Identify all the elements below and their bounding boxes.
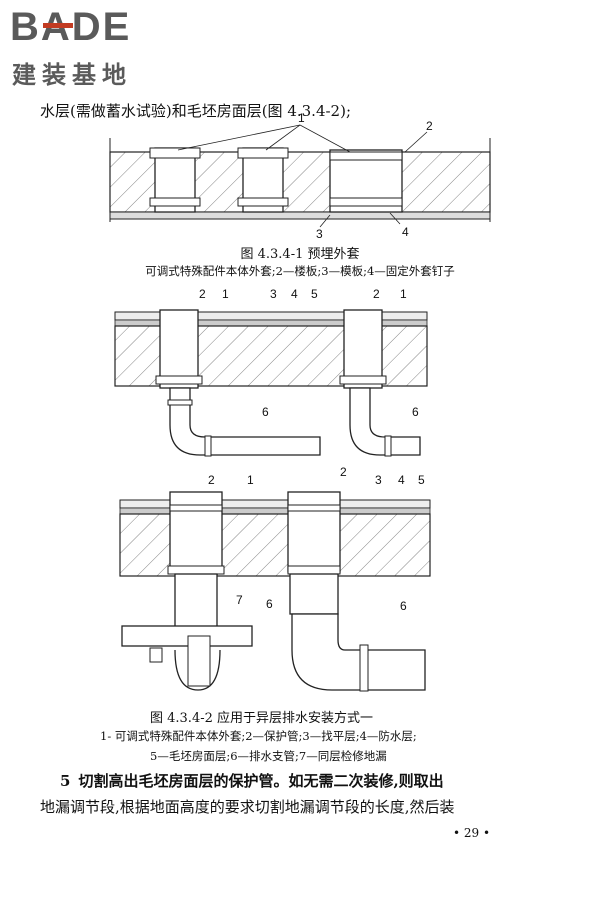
- fig2a-label-2: 2: [199, 287, 206, 301]
- sleeve-3: [329, 149, 403, 213]
- fig2b-label-2b: 2: [340, 465, 347, 479]
- figure-2-lower-drawing: 2 1 2 3 4 5 7 6 6: [119, 465, 431, 692]
- fig2a-label-1: 1: [222, 287, 229, 301]
- fig2a-label-2b: 2: [373, 287, 380, 301]
- logo-subtitle: 建装基地: [12, 61, 132, 89]
- step-title: 切割高出毛坯房面层的保护管。如无需二次装修,则取出: [78, 772, 444, 790]
- fig2a-label-6b: 6: [412, 405, 419, 419]
- logo-accent: [43, 23, 73, 28]
- fig2b-label-6b: 6: [400, 599, 407, 613]
- step-heading: 5 切割高出毛坯房面层的保护管。如无需二次装修,则取出: [60, 770, 444, 791]
- fig2b-label-6: 6: [266, 597, 273, 611]
- fig2b-label-7: 7: [236, 593, 243, 607]
- fig2a-label-4: 4: [291, 287, 298, 301]
- fig2b-label-3: 3: [375, 473, 382, 487]
- page-number: • 29 •: [453, 826, 491, 840]
- figure-2-upper-drawing: 2 1 3 4 5 2 1 6 6: [114, 287, 428, 457]
- bade-logo: BADE 建装基地: [10, 5, 190, 90]
- fig2b-label-2: 2: [208, 473, 215, 487]
- formwork: [109, 211, 491, 220]
- sleeve-1: [149, 147, 201, 213]
- fig1-label-2: 2: [426, 119, 433, 133]
- fig1-label-3: 3: [316, 227, 323, 241]
- sleeve-2: [237, 147, 289, 213]
- figure-1-caption: 图 4.3.4-1 预埋外套: [240, 247, 360, 262]
- fig2a-label-5: 5: [311, 287, 318, 301]
- fig1-label-1: 1: [298, 111, 305, 125]
- fig2b-label-1: 1: [247, 473, 254, 487]
- fig1-label-4: 4: [402, 225, 409, 239]
- fig2a-label-6: 6: [262, 405, 269, 419]
- fig2a-label-3: 3: [270, 287, 277, 301]
- figure-1-legend: 可调式特殊配件本体外套;2—楼板;3—模板;4—固定外套钉子: [145, 264, 455, 278]
- figure-2-caption: 图 4.3.4-2 应用于异层排水安装方式一: [150, 711, 374, 726]
- fig2a-label-1b: 1: [400, 287, 407, 301]
- fig2b-label-4: 4: [398, 473, 405, 487]
- step-paragraph: 地漏调节段,根据地面高度的要求切割地漏调节段的长度,然后装: [40, 798, 455, 816]
- figure-2-legend-line-1: 1- 可调式特殊配件本体外套;2—保护管;3—找平层;4—防水层;: [100, 729, 417, 743]
- figure-1-drawing: 1 2 3 4: [109, 111, 491, 241]
- intro-line: 水层(需做蓄水试验)和毛坯房面层(图 4.3.4-2);: [40, 102, 352, 120]
- step-number: 5: [60, 772, 71, 790]
- figure-2-legend-line-2: 5—毛坯房面层;6—排水支管;7—同层检修地漏: [150, 749, 387, 763]
- fig2b-label-5: 5: [418, 473, 425, 487]
